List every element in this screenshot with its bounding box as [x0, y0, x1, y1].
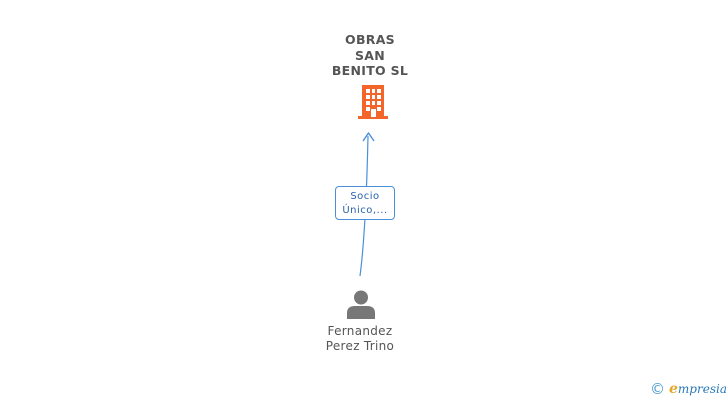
arrow-head — [362, 132, 375, 142]
brand-logo: empresia — [669, 380, 727, 398]
relationship-label-line: Único,... — [342, 205, 388, 216]
copyright-icon: © — [650, 380, 665, 398]
person-icon[interactable] — [346, 289, 376, 319]
person-name-line: Perez Trino — [325, 339, 395, 353]
building-icon[interactable] — [356, 83, 390, 120]
empresia-watermark[interactable]: © empresia — [650, 380, 727, 398]
brand-name: mpresia — [677, 382, 727, 396]
company-name-line: BENITO SL — [331, 63, 409, 78]
person-name-line: Fernandez — [327, 324, 393, 338]
relationship-label-line: Socio — [350, 191, 380, 202]
brand-initial: e — [669, 381, 678, 397]
company-name-line: OBRAS — [345, 32, 395, 47]
relationship-label[interactable]: Socio Único,... — [335, 186, 395, 220]
person-name[interactable]: Fernandez Perez Trino — [290, 324, 430, 354]
company-name-line: SAN — [354, 47, 386, 63]
company-name[interactable]: OBRAS SAN BENITO SL — [300, 32, 440, 79]
